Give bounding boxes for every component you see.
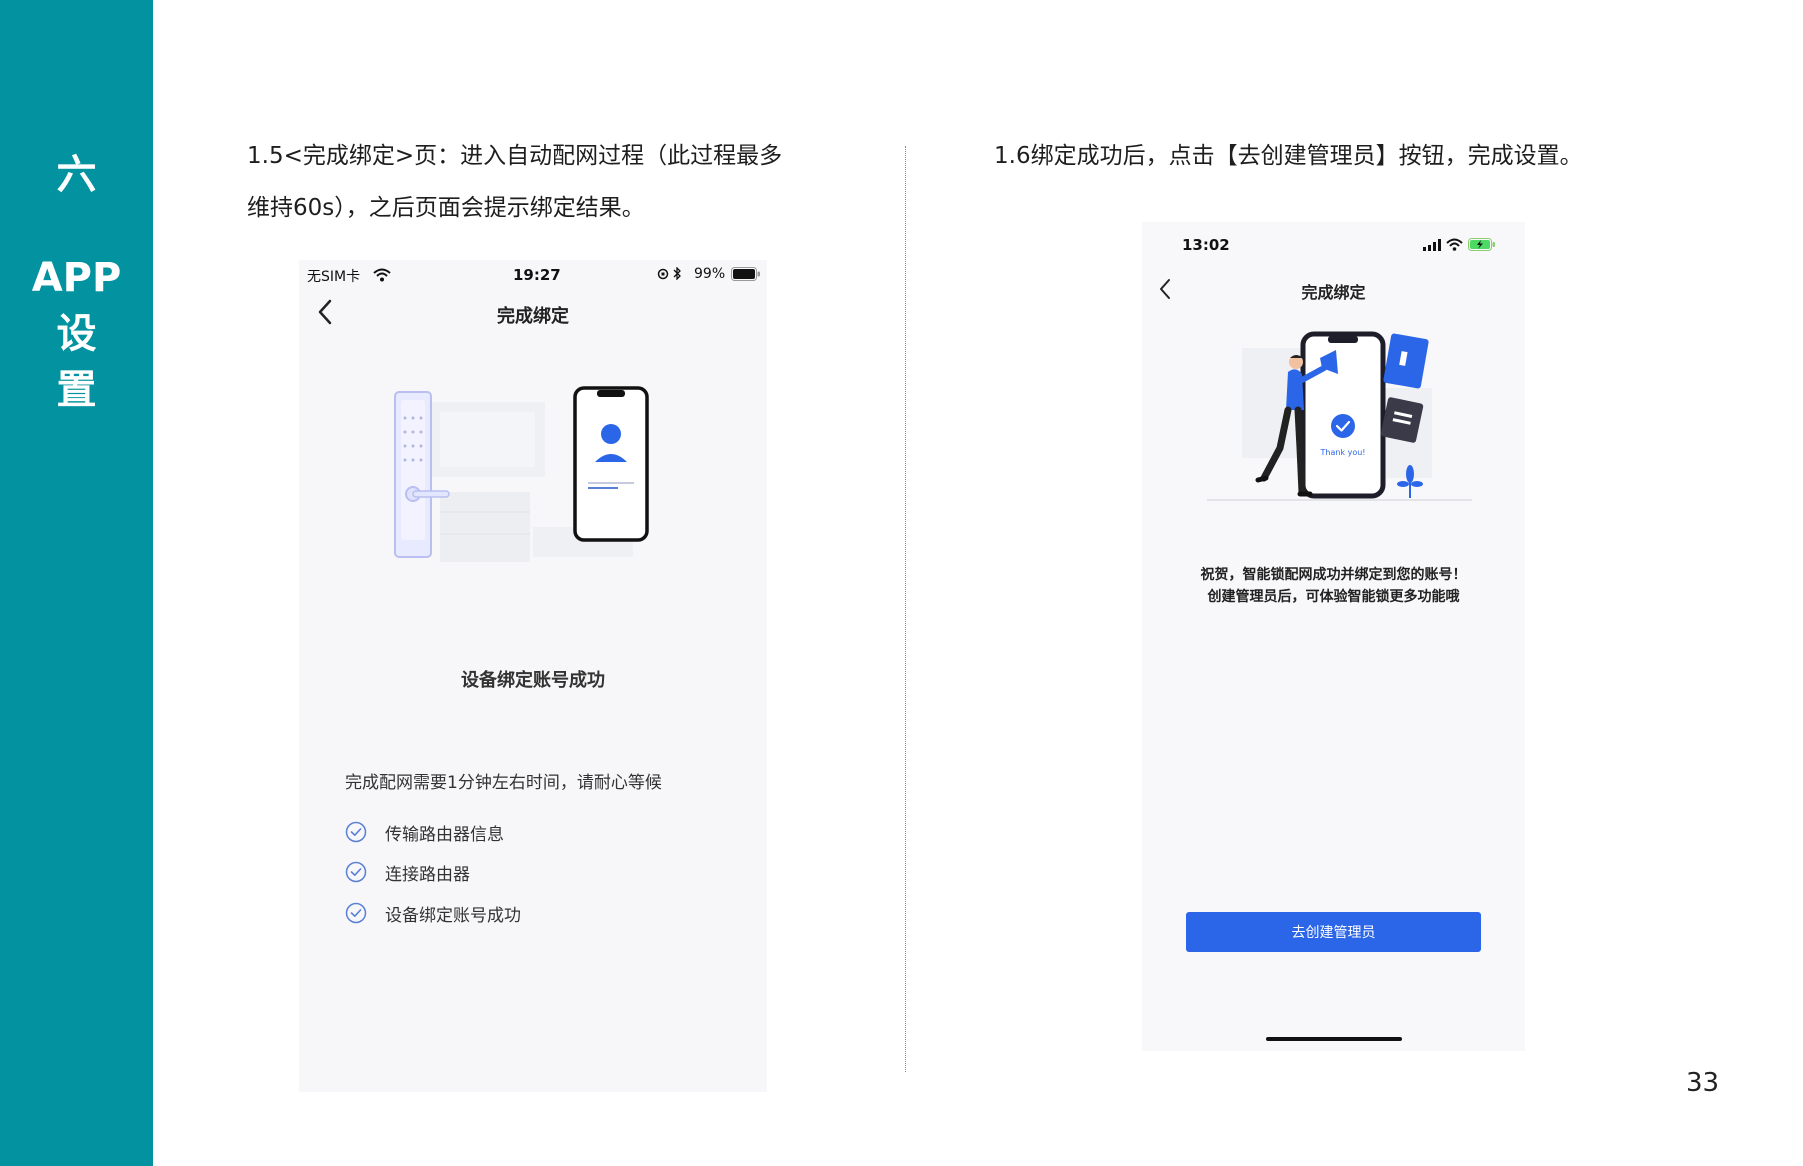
cellular-signal-icon [1423,239,1441,251]
status-time: 19:27 [513,266,561,284]
orientation-lock-icon [657,268,669,280]
progress-step: 连接路由器 [345,859,470,885]
step-1-6-caption: 1.6绑定成功后，点击【去创建管理员】按钮，完成设置。 [994,143,1583,169]
progress-step: 设备绑定账号成功 [345,900,521,926]
check-circle-icon [345,861,367,883]
step-1-5-caption: 1.5<完成绑定>页：进入自动配网过程（此过程最多 维持60s），之后页面会提示… [247,130,847,234]
section-title-line: 设 [56,311,97,357]
congrats-line: 祝贺，智能锁配网成功并绑定到您的账号！ [1200,567,1467,583]
section-title-line: APP [31,255,122,301]
thank-you-text: Thank you! [1319,448,1365,457]
section-number: 六 [56,152,97,198]
column-divider [905,146,906,1072]
lock-and-phone-illustration [394,386,649,562]
carrier-label: 无SIM卡 [307,269,361,285]
congrats-message: 祝贺，智能锁配网成功并绑定到您的账号！ 创建管理员后，可体验智能锁更多功能哦 [1142,564,1525,608]
wait-notice: 完成配网需要1分钟左右时间，请耐心等候 [345,773,662,793]
battery-icon [731,267,760,281]
check-circle-icon [345,821,367,843]
bind-complete-screen: 13:02 完成绑定 [1142,222,1525,1051]
battery-percent: 99% [694,266,726,282]
step-label: 连接路由器 [385,864,470,885]
section-title: APP 设 置 [0,250,153,418]
bind-success-title: 设备绑定账号成功 [461,670,605,691]
home-indicator [1266,1037,1402,1041]
back-arrow-icon[interactable] [317,298,333,326]
caption-line: 维持60s），之后页面会提示绑定结果。 [247,195,645,221]
congrats-line: 创建管理员后，可体验智能锁更多功能哦 [1207,589,1460,605]
bind-progress-screen: 无SIM卡 19:27 99% 完成绑定 [299,260,767,1092]
wifi-icon [373,268,391,282]
nav-title: 完成绑定 [1301,283,1366,302]
section-sidebar: 六 APP 设 置 [0,0,153,1166]
bluetooth-icon [673,267,681,280]
status-time: 13:02 [1182,236,1230,254]
section-title-line: 置 [56,367,97,413]
create-admin-button[interactable]: 去创建管理员 [1186,912,1481,952]
back-arrow-icon[interactable] [1158,277,1172,301]
check-circle-icon [345,902,367,924]
step-label: 传输路由器信息 [385,824,504,845]
step-label: 设备绑定账号成功 [385,905,521,926]
nav-title: 完成绑定 [497,306,569,327]
page-number: 33 [1686,1068,1720,1098]
wifi-icon [1446,238,1463,251]
battery-charging-icon [1468,238,1495,251]
progress-step: 传输路由器信息 [345,819,504,845]
caption-line: 1.5<完成绑定>页：进入自动配网过程（此过程最多 [247,143,783,169]
thank-you-illustration: Thank you! [1207,331,1472,501]
